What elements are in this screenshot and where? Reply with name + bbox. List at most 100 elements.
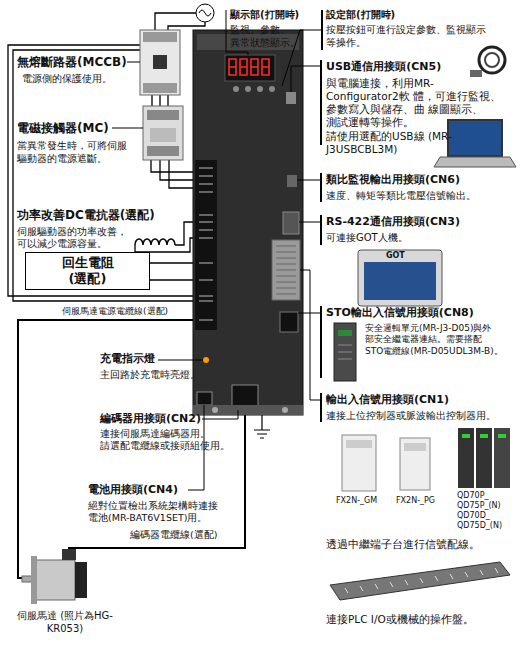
callout-heading: RS-422通信用接頭(CN3) — [326, 215, 516, 229]
magnetic-contactor — [150, 128, 176, 142]
got-hmi — [358, 250, 442, 306]
terminal-block — [330, 562, 510, 600]
callout-text: 連接PLC I/O或機械的操作盤。 — [326, 613, 516, 626]
leader-line — [297, 180, 321, 181]
servo-amplifier — [193, 30, 303, 415]
usb-cable — [479, 47, 505, 73]
servo-amplifier — [233, 86, 239, 92]
servo-motor — [75, 562, 87, 598]
got-hmi — [364, 262, 436, 300]
servo-amplifier — [193, 405, 303, 415]
servo-amplifier — [212, 407, 218, 413]
servo-amplifier — [225, 55, 275, 81]
callout-bar — [320, 393, 322, 422]
callout-heading: 功率改善DC電抗器(選配) — [17, 208, 177, 223]
callout-heading: STO輸出入信號用接頭(CN8) — [326, 306, 516, 320]
usb-cable — [470, 70, 482, 77]
callout-text: 電源側的保護使用。 — [22, 73, 142, 86]
callout-heading: 編碼器用接頭(CN2) — [100, 412, 220, 426]
callout-text: 速度、轉矩等類比電壓信號輸出。 — [326, 190, 516, 203]
servo-amplifier — [197, 392, 212, 405]
servo-amplifier — [283, 212, 299, 234]
laptop-computer — [448, 120, 502, 156]
servo-amplifier — [203, 357, 209, 363]
leader-line — [158, 360, 203, 361]
got-hmi — [358, 250, 442, 306]
plc-module — [346, 440, 372, 448]
servo-motor — [31, 556, 37, 604]
plc-module — [480, 434, 488, 438]
callout-text: 透過中繼端子台進行信號配線。 — [326, 538, 516, 551]
terminal-block — [345, 568, 498, 593]
power-wire — [150, 279, 195, 280]
callout-heading: 類比監視輸出用接頭(CN6) — [326, 173, 516, 187]
power-wire — [150, 262, 195, 263]
reactor-coil — [135, 239, 175, 245]
power-wire — [8, 13, 205, 301]
servo-amplifier — [282, 407, 288, 413]
model-label: FX2N-_GM — [336, 496, 394, 506]
plc-module — [342, 428, 510, 491]
cable-label: 編碼器電纜線(選配) — [130, 529, 250, 541]
reactor-coil — [135, 239, 175, 245]
callout-text: 當異常發生時，可將伺服 驅動器的電源遮斷。 — [17, 140, 135, 165]
plc-module — [342, 435, 376, 491]
servo-amplifier — [272, 240, 300, 300]
plc-module — [462, 434, 470, 438]
terminal-block — [330, 562, 510, 600]
magnetic-contactor — [147, 146, 179, 156]
callout-heading: 設定部(打開時) — [326, 9, 516, 22]
power-source — [196, 4, 214, 22]
device-caption: 伺服馬達 (照片為HG-KR053) — [15, 610, 115, 635]
sto-unit — [338, 330, 352, 336]
servo-amplifier — [193, 30, 303, 415]
callout-heading: 充電指示燈 — [100, 352, 200, 366]
laptop-computer — [434, 157, 516, 167]
magnetic-contactor — [147, 110, 179, 120]
servo-amplifier — [269, 86, 275, 92]
power-wire — [152, 95, 168, 106]
power-source — [196, 4, 214, 22]
callout-bar — [320, 215, 322, 245]
model-label: QD70P_ QD75P_(N) QD70D_ QD75D_(N) — [457, 491, 513, 531]
callout-bar — [320, 306, 322, 378]
servo-amplifier — [229, 59, 269, 75]
plc-module — [494, 428, 510, 488]
magnetic-contactor — [143, 106, 183, 160]
callout-bar — [320, 60, 322, 145]
power-wire — [151, 160, 195, 172]
laptop-computer — [434, 120, 516, 167]
mccb-breaker — [153, 55, 167, 69]
callout-bar — [321, 10, 322, 422]
callout-heading: 電池用接頭(CN4) — [88, 483, 218, 497]
servo-amplifier — [287, 175, 297, 187]
plc-module — [458, 428, 474, 488]
callout-text: 主回路於充電時亮燈。 — [100, 369, 210, 381]
callout-text: 按壓按鈕可進行設定參數、監視顯示 等操作。 — [326, 24, 501, 49]
leader-line — [300, 270, 321, 400]
callout-text: 伺服驅動器的功率改善， 可以減少電源容量。 — [17, 226, 129, 250]
sto-unit — [334, 323, 356, 381]
callout-bar — [320, 173, 322, 202]
servo-amplifier — [286, 92, 296, 104]
power-wire — [155, 13, 196, 32]
power-wire — [13, 50, 195, 301]
leader-line — [299, 222, 321, 223]
sto-unit — [334, 323, 356, 381]
plc-module — [404, 443, 426, 451]
power-wire — [169, 160, 195, 188]
servo-amplifier — [199, 168, 213, 320]
model-label: FX2N-_PG — [396, 496, 454, 506]
plc-module — [498, 434, 506, 438]
mccb-breaker — [143, 32, 177, 42]
sto-unit — [338, 345, 352, 359]
mccb-breaker — [140, 30, 180, 95]
callout-text: 監視、參數、 異常狀態顯示。 — [230, 24, 306, 49]
power-wire — [160, 160, 195, 180]
callout-heading: 無熔斷路器(MCCB) — [17, 55, 142, 70]
mccb-breaker — [143, 83, 177, 93]
callout-heading: 電磁接觸器(MC) — [17, 121, 142, 136]
power-wire — [175, 222, 195, 245]
leader-line — [112, 128, 143, 129]
box-text: 回生電阻 (選配) — [56, 255, 120, 286]
